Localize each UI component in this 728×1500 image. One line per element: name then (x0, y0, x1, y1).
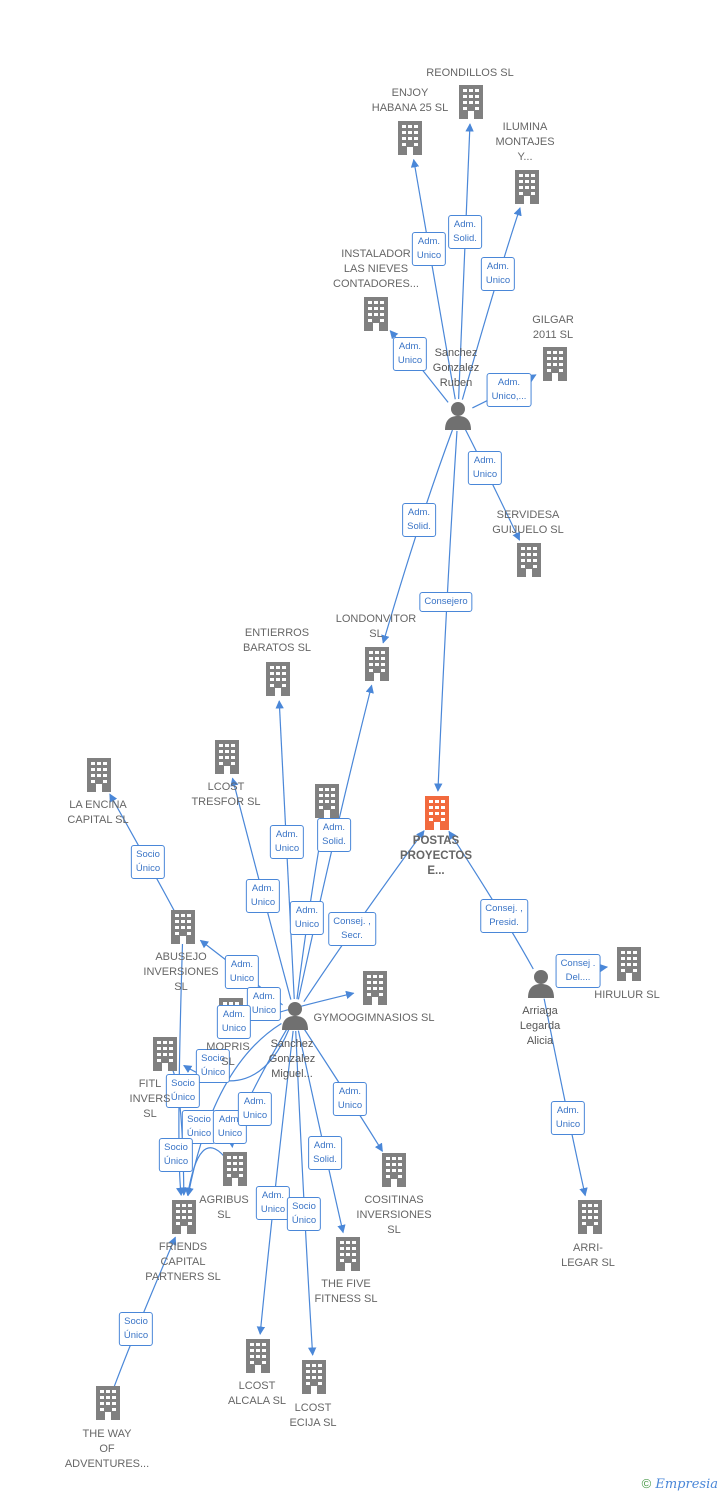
edge-label-ruben-to-servidesa[interactable]: Adm. Unico (467, 451, 503, 485)
edge-label-fitl-to-friends[interactable]: Socio Único (165, 1074, 201, 1108)
building-icon-hirulur[interactable] (617, 947, 641, 981)
node-label-abusejo[interactable]: ABUSEJO INVERSIONES SL (143, 951, 219, 993)
copyright-footer: © Empresia (642, 1476, 718, 1492)
edge-label-miguel-to-fitl[interactable]: Adm. Unico (237, 1092, 273, 1126)
building-icon-abusejo[interactable] (171, 910, 195, 944)
building-icon-lcost_alcala[interactable] (246, 1339, 270, 1373)
edge-label-miguel-to-lcost_alcala[interactable]: Adm. Unico (255, 1186, 291, 1220)
edge-label-miguel-to-entierros[interactable]: Adm. Unico (269, 825, 305, 859)
copyright-symbol: © (641, 1476, 652, 1491)
building-icon-laencina[interactable] (87, 758, 111, 792)
person-icon-arriaga[interactable] (528, 970, 554, 998)
node-label-enjoy[interactable]: ENJOY HABANA 25 SL (371, 87, 449, 114)
node-label-cositinas[interactable]: COSITINAS INVERSIONES SL (356, 1194, 432, 1236)
edge-label-abusejo-to-friends[interactable]: Socio Único (158, 1138, 194, 1172)
building-icon-postas[interactable] (425, 796, 449, 830)
building-icon-friends[interactable] (172, 1200, 196, 1234)
node-label-servidesa[interactable]: SERVIDESA GUIJUELO SL (492, 509, 564, 536)
edge-label-miguel-to-friends[interactable]: Socio Único (195, 1049, 231, 1083)
building-icon-entierros[interactable] (266, 662, 290, 696)
edge-label-ruben-to-gilgar[interactable]: Adm. Unico,... (486, 373, 532, 407)
node-label-arrilegar[interactable]: ARRI- LEGAR SL (561, 1242, 615, 1269)
node-label-lcost_tresfor[interactable]: LCOST TRESFOR SL (191, 781, 261, 808)
edge-label-ruben-to-enjoy[interactable]: Adm. Unico (411, 232, 447, 266)
person-icon-miguel[interactable] (282, 1002, 308, 1030)
node-label-laencina[interactable]: LA ENCINA CAPITAL SL (67, 799, 129, 826)
node-label-ruben[interactable]: Sanchez Gonzalez Ruben (432, 347, 480, 389)
edge-label-ruben-to-postas[interactable]: Consejero (419, 592, 473, 612)
edge-agribus-to-friends (184, 1147, 226, 1197)
node-label-postas[interactable]: POSTAS PROYECTOS E... (400, 835, 472, 877)
building-icon-gymoo[interactable] (363, 971, 387, 1005)
node-label-thefive[interactable]: THE FIVE FITNESS SL (314, 1278, 378, 1305)
edge-label-arriaga-to-hirulur[interactable]: Consej . Del.... (555, 954, 601, 988)
building-icon-londonvitor[interactable] (365, 647, 389, 681)
edge-label-theway-to-friends[interactable]: Socio Único (118, 1312, 154, 1346)
building-icon-ilumina[interactable] (515, 170, 539, 204)
edge-label-ruben-to-instalador[interactable]: Adm. Unico (392, 337, 428, 371)
building-icon-instalador[interactable] (364, 297, 388, 331)
node-label-theway[interactable]: THE WAY OF ADVENTURES... (64, 1428, 150, 1470)
building-icon-hidden_bld[interactable] (315, 784, 339, 818)
building-icon-gilgar[interactable] (543, 347, 567, 381)
building-icon-arrilegar[interactable] (578, 1200, 602, 1234)
node-label-fitl[interactable]: FITL INVERS SL (129, 1078, 171, 1120)
building-icon-theway[interactable] (96, 1386, 120, 1420)
building-icon-lcost_tresfor[interactable] (215, 740, 239, 774)
node-label-instalador[interactable]: INSTALADOR LAS NIEVES CONTADORES... (333, 248, 419, 290)
edge-label-miguel-to-londonvitor[interactable]: Adm. Solid. (317, 818, 351, 852)
node-label-reondillos[interactable]: REONDILLOS SL (426, 67, 514, 79)
node-label-agribus[interactable]: AGRIBUS SL (199, 1194, 249, 1221)
node-label-entierros[interactable]: ENTIERROS BARATOS SL (242, 627, 312, 654)
edge-label-arriaga-to-arrilegar[interactable]: Adm. Unico (550, 1101, 586, 1135)
node-label-miguel[interactable]: Sanchez Gonzalez Miguel... (268, 1038, 316, 1080)
building-icon-reondillos[interactable] (459, 85, 483, 119)
node-label-friends[interactable]: FRIENDS CAPITAL PARTNERS SL (145, 1241, 221, 1283)
node-label-lcost_alcala[interactable]: LCOST ALCALA SL (227, 1380, 287, 1407)
node-label-londonvitor[interactable]: LONDONVITOR SL (335, 613, 417, 640)
building-icon-cositinas[interactable] (382, 1153, 406, 1187)
edge-label-ruben-to-londonvitor[interactable]: Adm. Solid. (402, 503, 436, 537)
edge-label-miguel-to-thefive[interactable]: Adm. Solid. (308, 1136, 342, 1170)
node-label-ilumina[interactable]: ILUMINA MONTAJES Y... (495, 121, 555, 163)
building-icon-fitl[interactable] (153, 1037, 177, 1071)
edge-label-miguel-to-hidden_bld[interactable]: Adm. Unico (289, 901, 325, 935)
edge-label-ruben-to-ilumina[interactable]: Adm. Unico (480, 257, 516, 291)
edge-label-miguel-to-abusejo[interactable]: Adm. Unico (224, 955, 260, 989)
node-label-mopris[interactable]: MOPRIS SL (206, 1041, 250, 1068)
edge-label-arriaga-to-postas[interactable]: Consej. , Presid. (480, 899, 528, 933)
person-icon-ruben[interactable] (445, 402, 471, 430)
edge-label-miguel-to-mopris[interactable]: Adm. Unico (246, 987, 282, 1021)
node-label-gilgar[interactable]: GILGAR 2011 SL (532, 314, 574, 341)
node-label-arriaga[interactable]: Arriaga Legarda Alicia (519, 1005, 561, 1047)
node-label-hirulur[interactable]: HIRULUR SL (594, 989, 660, 1001)
node-label-gymoo[interactable]: GYMOOGIMNASIOS SL (313, 1012, 435, 1024)
building-icon-enjoy[interactable] (398, 121, 422, 155)
edge-label-miguel-to-postas[interactable]: Consej. , Secr. (328, 912, 376, 946)
edge-abusejo-to-friends (176, 942, 185, 1197)
edge-label-miguel-to-lcost_ecija[interactable]: Socio Único (286, 1197, 322, 1231)
edge-label-miguel-to-cositinas[interactable]: Adm. Unico (332, 1082, 368, 1116)
building-icon-agribus[interactable] (223, 1152, 247, 1186)
edge-label-miguel-to-gymoo[interactable]: Adm. Unico (216, 1005, 252, 1039)
edge-label-miguel-to-lcost_tresfor[interactable]: Adm. Unico (245, 879, 281, 913)
brand-logo[interactable]: Empresia (655, 1477, 718, 1492)
node-label-lcost_ecija[interactable]: LCOST ECIJA SL (289, 1402, 337, 1429)
building-icon-lcost_ecija[interactable] (302, 1360, 326, 1394)
edge-label-abusejo-to-laencina[interactable]: Socio Único (130, 845, 166, 879)
edge-label-ruben-to-reondillos[interactable]: Adm. Solid. (448, 215, 482, 249)
building-icon-servidesa[interactable] (517, 543, 541, 577)
building-icon-thefive[interactable] (336, 1237, 360, 1271)
